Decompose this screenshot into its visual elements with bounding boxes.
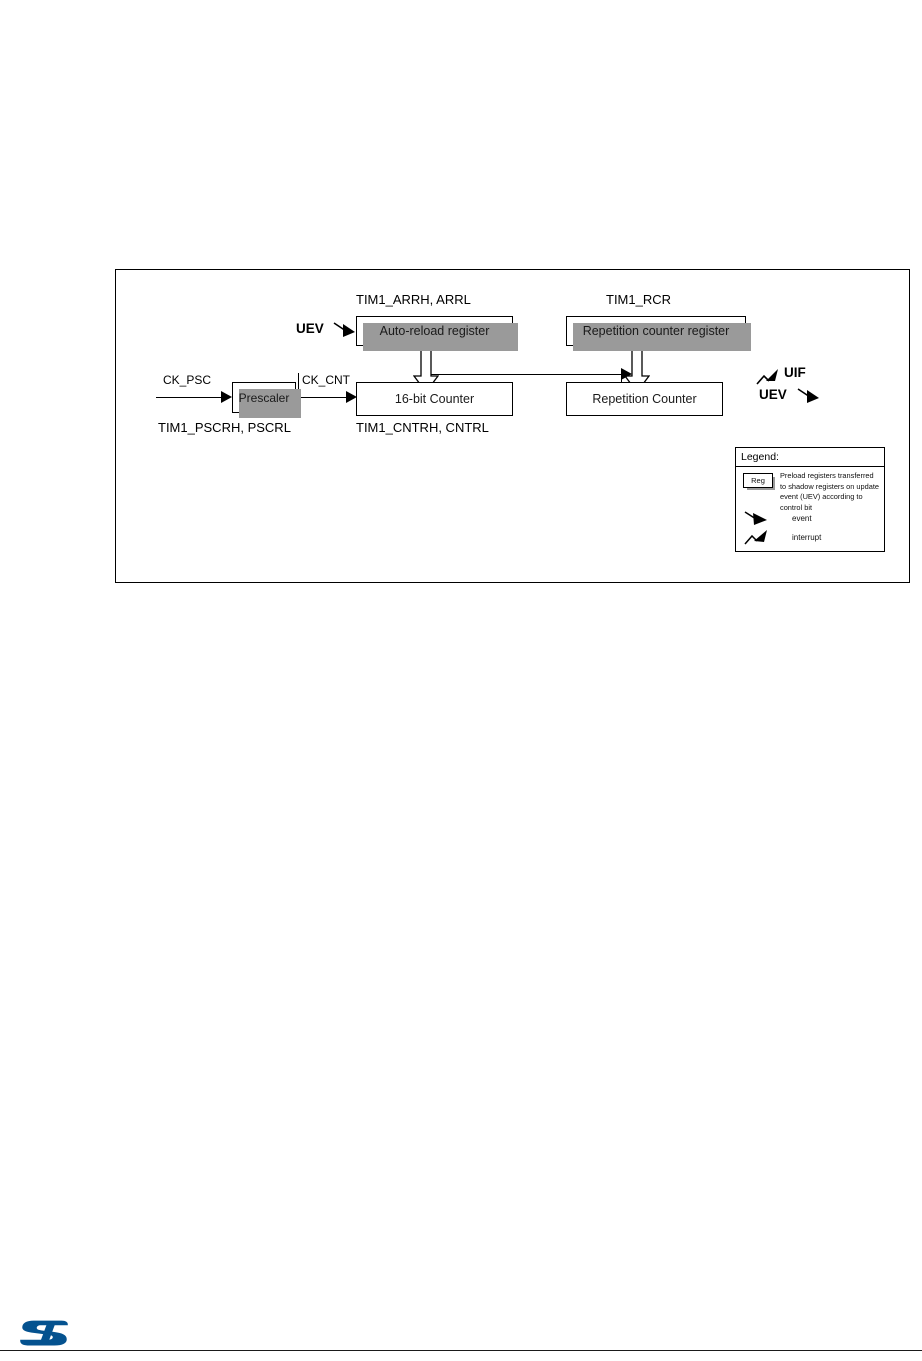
legend-reg-description: Preload registers transferred to shadow …: [780, 471, 880, 512]
prescaler-box: Prescaler: [232, 382, 301, 418]
legend-interrupt-label: interrupt: [792, 533, 822, 542]
ck-psc-label: CK_PSC: [163, 373, 212, 387]
ck-psc-line: [156, 397, 228, 398]
counter-16bit-box-label: 16-bit Counter: [394, 392, 475, 406]
ck-cnt-label: CK_CNT: [302, 373, 351, 387]
counter-16bit-bottom-label: TIM1_CNTRH, CNTRL: [356, 420, 489, 435]
repetition-counter-register-box-label: Repetition counter register: [582, 324, 730, 338]
uev-input-event-arrow-icon: [333, 322, 355, 337]
legend-reg-chip-label: Reg: [751, 476, 765, 485]
st-logo: [20, 1320, 68, 1346]
repetition-counter-register-box: Repetition counter register: [566, 316, 751, 351]
ck-cnt-line: [298, 397, 355, 398]
ck-cnt-arrowhead-icon: [346, 391, 357, 403]
legend-divider: [736, 466, 884, 467]
legend-interrupt-arrow-icon: [744, 530, 767, 545]
legend-event-label: event: [792, 514, 812, 523]
uev-output-label: UEV: [759, 387, 787, 402]
legend-event-arrow-icon: [744, 511, 767, 525]
figure-frame: TIM1_ARRH, ARRL TIM1_RCR Auto-reload reg…: [115, 269, 910, 583]
repetition-counter-box: Repetition Counter: [566, 382, 723, 416]
uif-output-label: UIF: [784, 365, 806, 380]
legend-reg-chip: Reg: [743, 473, 775, 490]
arr-to-rcr-horizontal-line: [426, 374, 624, 375]
prescaler-bottom-label: TIM1_PSCRH, PSCRL: [158, 420, 291, 435]
ck-psc-arrowhead-icon: [221, 391, 232, 403]
uif-interrupt-arrow-icon: [756, 369, 778, 385]
repetition-counter-register-top-label: TIM1_RCR: [606, 292, 672, 307]
ck-cnt-tick-line: [298, 373, 299, 397]
prescaler-box-label: Prescaler: [238, 390, 290, 405]
footer-divider: [0, 1350, 922, 1351]
uev-output-event-arrow-icon: [797, 388, 819, 403]
legend-box: Legend: Reg Preload registers transferre…: [735, 447, 885, 552]
legend-title: Legend:: [741, 451, 779, 463]
uev-input-label: UEV: [296, 321, 324, 336]
repetition-counter-box-label: Repetition Counter: [592, 392, 697, 406]
auto-reload-register-box: Auto-reload register: [356, 316, 518, 351]
arr-to-rcr-arrowhead-icon: [621, 368, 632, 380]
auto-reload-register-box-label: Auto-reload register: [379, 324, 490, 338]
auto-reload-register-top-label: TIM1_ARRH, ARRL: [356, 292, 471, 307]
counter-16bit-box: 16-bit Counter: [356, 382, 513, 416]
